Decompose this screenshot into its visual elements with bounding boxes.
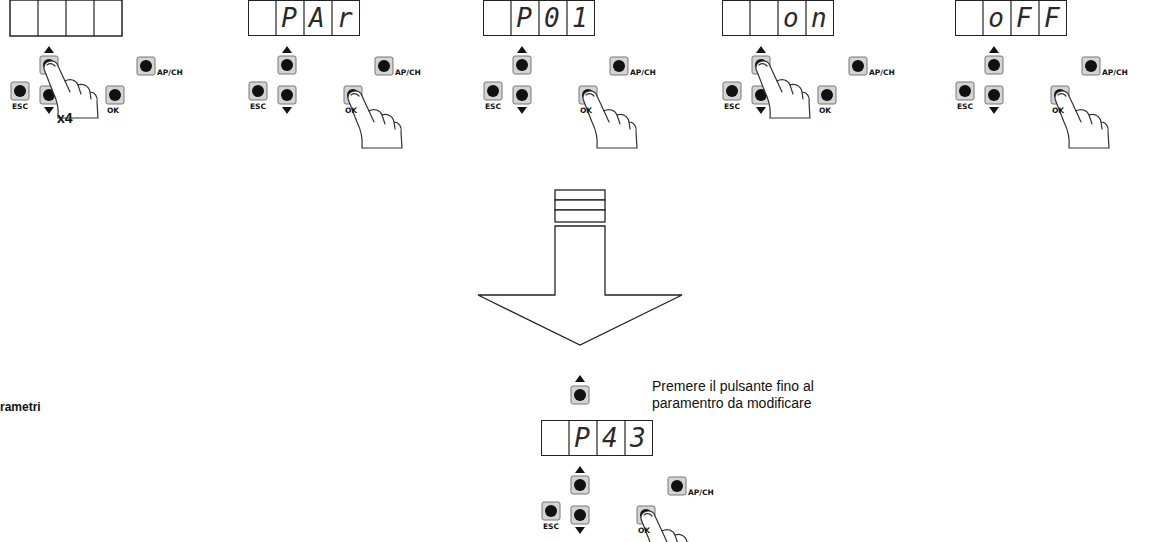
button-label: ESC	[243, 102, 273, 111]
button-label: ESC	[536, 522, 566, 531]
flow-arrow	[478, 226, 682, 345]
display-readout: on	[783, 1, 839, 35]
keypad	[249, 46, 393, 114]
display-screen: on	[722, 0, 834, 36]
button-label: ESC	[478, 102, 508, 111]
button-label: AP/CH	[688, 488, 722, 497]
display-readout: P43	[574, 421, 658, 455]
display-readout: P01	[516, 1, 600, 35]
button-label: AP/CH	[395, 68, 429, 77]
button-label: OK	[810, 106, 840, 115]
pressing-hand	[1055, 91, 1109, 148]
up-triangle	[575, 375, 585, 382]
instruction-note: Premere il pulsante fino al paramentro d…	[652, 378, 852, 412]
button-label: OK	[98, 106, 128, 115]
display-cells	[38, 0, 94, 36]
display-readout: oFF	[988, 1, 1072, 35]
display-screen: PAr	[248, 0, 360, 36]
button-label: ESC	[950, 102, 980, 111]
button-label: OK	[336, 106, 366, 115]
button-label: OK	[571, 106, 601, 115]
pressing-hand	[348, 91, 402, 148]
display-readout: PAr	[281, 1, 365, 35]
display-screen: P43	[541, 420, 653, 456]
button-label: AP/CH	[630, 68, 664, 77]
up-button-dot	[574, 389, 586, 401]
pressing-hand	[583, 91, 637, 148]
keypad	[956, 46, 1100, 114]
button-label: AP/CH	[157, 68, 191, 77]
button-label: OK	[629, 526, 659, 535]
button-label: ESC	[5, 102, 35, 111]
pressing-hand	[44, 61, 98, 118]
blank-display	[10, 0, 122, 36]
pressing-hand	[756, 61, 810, 118]
keypad	[542, 466, 686, 534]
keypad	[484, 46, 628, 114]
button-label: ESC	[717, 102, 747, 111]
button-label: OK	[1043, 106, 1073, 115]
button-label: AP/CH	[869, 68, 903, 77]
menu-stack-icon	[555, 190, 605, 222]
up-button-icon	[571, 386, 589, 404]
display-screen: P01	[483, 0, 595, 36]
repeat-count: x4	[57, 110, 87, 126]
section-heading: rametri	[0, 400, 80, 414]
display-screen: oFF	[955, 0, 1067, 36]
button-label: AP/CH	[1102, 68, 1136, 77]
